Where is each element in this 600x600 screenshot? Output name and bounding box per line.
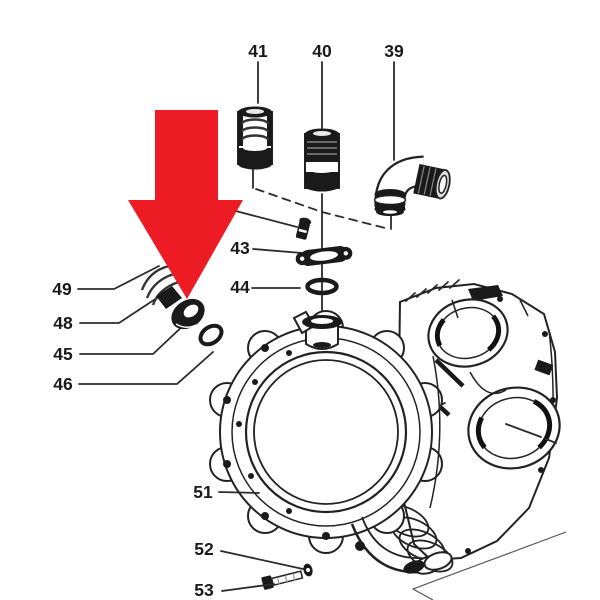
elbow-39 [373,155,451,216]
o-ring-46 [198,323,224,347]
leader-46 [78,351,214,385]
lobe-bolt [223,460,231,468]
callout-49: 49 [52,279,72,299]
leader-49 [77,265,160,290]
bolt-53 [261,570,304,590]
o-ring-44 [305,277,339,296]
callout-43: 43 [230,238,250,258]
leader-51 [218,491,260,494]
flange-opening-outer [244,350,408,514]
leader-52 [220,550,304,570]
callout-52: 52 [194,539,214,559]
outlet-foot [350,516,453,575]
crankcase-dark-patch [468,285,503,301]
thread-lines [307,141,337,155]
callout-41: 41 [248,41,268,61]
crankcase-body [382,279,561,573]
valve-40 [304,128,340,192]
bolt-head [261,575,274,590]
crankcase-top-ribs [405,279,460,302]
callout-53: 53 [194,580,214,600]
callout-48: 48 [53,313,73,333]
leader-48 [79,293,164,324]
flange-opening-inner [253,359,399,505]
hose-fitting-49 [140,264,182,309]
cylinder-bore-upper [427,298,509,368]
callout-44: 44 [230,277,250,297]
bolt-shaft [270,570,304,587]
callout-45: 45 [53,344,73,364]
washer-52 [303,563,313,577]
elbow-male-end [413,164,451,200]
inlet-port [292,310,342,350]
assembly-dashed-line [255,188,390,230]
leader-53 [221,583,275,592]
callout-40: 40 [312,41,332,61]
gasket-43 [295,246,353,266]
bore-clamp [534,359,554,376]
face-bolt-hole [236,421,242,427]
elbow-glint [381,166,399,191]
callout-39: 39 [384,41,404,61]
face-bolt-hole [286,508,292,514]
face-bolt-hole [286,350,292,356]
base-panel-outline [411,531,567,600]
screw-hidden-42 [295,217,312,240]
callout-46: 46 [53,374,73,394]
red-highlight-arrow [128,110,243,299]
flange-depth-arc [429,355,441,509]
valve-41 [237,106,273,170]
leader-screw [231,209,298,228]
face-bolt-hole [252,379,258,385]
leader-45 [79,322,187,355]
bore-pointer-line [505,423,557,444]
lobe-bolt [322,532,330,540]
leader-43 [252,248,303,254]
crankcase-inner-lines [451,299,529,395]
elbow-port-rings [373,189,407,216]
callout-51: 51 [193,482,213,502]
lobe-bolt [261,344,269,352]
pump-flange-51 [209,310,443,554]
cylinder-bore-lower [467,386,561,470]
ring-nut-45 [171,298,205,330]
valve-spring [240,118,270,141]
lobe-bolt [223,396,231,404]
lobe-bolt [261,512,269,520]
fitting-body-48 [156,286,182,309]
face-bolt-hole [248,473,254,479]
